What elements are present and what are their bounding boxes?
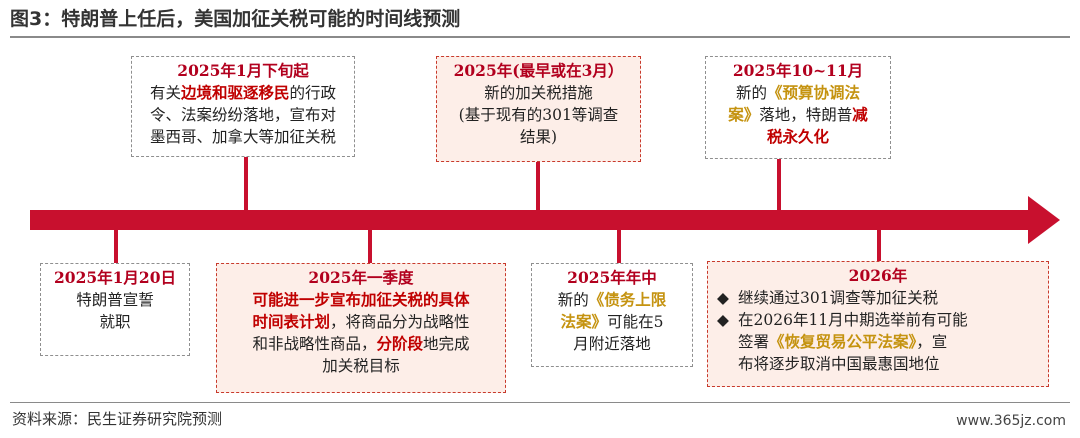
timeline-arrow-head xyxy=(1028,196,1060,244)
footer-divider xyxy=(10,402,1070,403)
description-line: 可能进一步宣布加征关税的具体 xyxy=(221,289,501,311)
event-date: 2026年 xyxy=(848,266,908,285)
text-segment: 令、法案纷纷落地，宣布对 xyxy=(149,106,336,124)
event-description: 新的《预算协调法案》落地，特朗普减税永久化 xyxy=(710,82,886,148)
description-line: 时间表计划，将商品分为战略性 xyxy=(221,311,501,333)
emphasis-text: 《债务上限 xyxy=(588,290,667,309)
emphasis-text: 分阶段 xyxy=(376,334,423,353)
text-segment: (基于现有的301等调查 xyxy=(458,106,619,124)
event-box-inauguration: 2025年1月20日 特朗普宣誓就职 xyxy=(40,263,190,356)
text-segment: 在2026年11月中期选举前有可能 xyxy=(738,311,968,329)
text-segment: 和非战略性商品， xyxy=(252,335,377,353)
description-line: 新的《债务上限 xyxy=(536,289,688,311)
connector-bottom-4 xyxy=(877,229,881,263)
diamond-bullet-icon: ◆ xyxy=(717,311,729,329)
emphasis-text: 减 xyxy=(852,105,868,124)
bullet-continuation: 签署《恢复贸易公平法案》，宣 xyxy=(712,331,1044,353)
emphasis-text: 时间表计划 xyxy=(252,312,330,331)
watermark: www.365jz.com xyxy=(956,413,1066,429)
event-date: 2025年一季度 xyxy=(308,268,414,287)
description-line: 加关税目标 xyxy=(221,355,501,377)
emphasis-text: 法案》 xyxy=(560,312,608,331)
bullet-item: ◆ 继续通过301调查等加征关税 xyxy=(712,287,1044,309)
description-line: 新的《预算协调法 xyxy=(710,82,886,104)
event-date: 2025年10~11月 xyxy=(732,61,864,80)
emphasis-text: 案》 xyxy=(728,105,760,124)
event-date: 2025年1月下旬起 xyxy=(177,61,309,80)
description-line: 案》落地，特朗普减 xyxy=(710,104,886,126)
text-segment: 落地，特朗普 xyxy=(759,106,853,124)
description-line: 有关边境和驱逐移民的行政 xyxy=(136,82,350,104)
emphasis-text: 《恢复贸易公平法案》 xyxy=(769,332,917,351)
event-description: 新的加关税措施 (基于现有的301等调查结果) xyxy=(441,82,636,148)
text-segment: 继续通过301调查等加征关税 xyxy=(738,289,939,307)
event-box-oct-nov-2025: 2025年10~11月 新的《预算协调法案》落地，特朗普减税永久化 xyxy=(705,56,891,159)
title-divider xyxy=(10,36,1070,38)
event-box-2025-new-tariffs: 2025年(最早或在3月） 新的加关税措施 (基于现有的301等调查结果) xyxy=(436,56,641,162)
connector-bottom-1 xyxy=(114,229,118,263)
text-segment: 就职 xyxy=(99,313,131,331)
connector-top-1 xyxy=(244,157,248,211)
text-segment: 月附近落地 xyxy=(573,335,651,353)
text-segment: 新的加关税措施 xyxy=(484,84,593,102)
emphasis-text: 《预算协调法 xyxy=(767,83,861,102)
description-line: 和非战略性商品，分阶段地完成 xyxy=(221,333,501,355)
text-segment: 新的 xyxy=(557,291,589,309)
description-line: 特朗普宣誓 xyxy=(45,289,185,311)
event-description: 可能进一步宣布加征关税的具体时间表计划，将商品分为战略性和非战略性商品，分阶段地… xyxy=(221,289,501,377)
event-date: 2025年年中 xyxy=(567,268,657,287)
diamond-bullet-icon: ◆ xyxy=(717,289,729,307)
event-description: 有关边境和驱逐移民的行政令、法案纷纷落地，宣布对墨西哥、加拿大等加征关税 xyxy=(136,82,350,148)
event-box-q1-2025: 2025年一季度 可能进一步宣布加征关税的具体时间表计划，将商品分为战略性和非战… xyxy=(216,263,506,393)
text-segment: 签署 xyxy=(738,333,770,351)
emphasis-text: 税永久化 xyxy=(766,127,829,146)
description-line: 墨西哥、加拿大等加征关税 xyxy=(136,126,350,148)
description-line: 新的加关税措施 xyxy=(441,82,636,104)
source-note: 资料来源：民生证券研究院预测 xyxy=(12,410,223,428)
connector-bottom-3 xyxy=(617,229,621,263)
description-line: 结果) xyxy=(441,126,636,148)
text-segment: 结果) xyxy=(519,128,558,146)
text-segment: 墨西哥、加拿大等加征关税 xyxy=(149,128,336,146)
description-line: 就职 xyxy=(45,311,185,333)
description-line: 令、法案纷纷落地，宣布对 xyxy=(136,104,350,126)
event-box-2026: 2026年 ◆继续通过301调查等加征关税◆在2026年11月中期选举前有可能签… xyxy=(707,261,1049,387)
text-segment: 的行政 xyxy=(289,84,337,102)
text-segment: 有关 xyxy=(149,84,181,102)
text-segment: ，将商品分为战略性 xyxy=(330,313,470,331)
figure-title: 图3：特朗普上任后，美国加征关税可能的时间线预测 xyxy=(10,8,461,30)
timeline-arrow-shaft xyxy=(30,210,1040,230)
emphasis-text: 边境和驱逐移民 xyxy=(180,83,290,102)
bullet-item: ◆ 在2026年11月中期选举前有可能 xyxy=(712,309,1044,331)
bullet-continuation: 布将逐步取消中国最惠国地位 xyxy=(712,353,1044,375)
text-segment: 地完成 xyxy=(423,335,470,353)
text-segment: 布将逐步取消中国最惠国地位 xyxy=(738,355,940,373)
description-line: 月附近落地 xyxy=(536,333,688,355)
event-bullet-list: ◆继续通过301调查等加征关税◆在2026年11月中期选举前有可能签署《恢复贸易… xyxy=(712,287,1044,375)
connector-top-2 xyxy=(536,162,540,211)
text-segment: 可能在5 xyxy=(607,313,664,331)
emphasis-text: 可能进一步宣布加征关税的具体 xyxy=(252,290,470,309)
event-date: 2025年(最早或在3月） xyxy=(453,61,624,80)
event-date: 2025年1月20日 xyxy=(54,268,176,287)
text-segment: 特朗普宣誓 xyxy=(76,291,154,309)
event-description: 特朗普宣誓就职 xyxy=(45,289,185,333)
event-box-jan-late-2025: 2025年1月下旬起 有关边境和驱逐移民的行政令、法案纷纷落地，宣布对墨西哥、加… xyxy=(131,56,355,157)
description-line: (基于现有的301等调查 xyxy=(441,104,636,126)
description-line: 税永久化 xyxy=(710,126,886,148)
connector-bottom-2 xyxy=(368,229,372,263)
text-segment: 新的 xyxy=(735,84,767,102)
text-segment: 加关税目标 xyxy=(322,357,400,375)
timeline-diagram xyxy=(30,157,1060,263)
text-segment: ，宣 xyxy=(916,333,948,351)
connector-top-3 xyxy=(777,159,781,211)
description-line: 法案》可能在5 xyxy=(536,311,688,333)
